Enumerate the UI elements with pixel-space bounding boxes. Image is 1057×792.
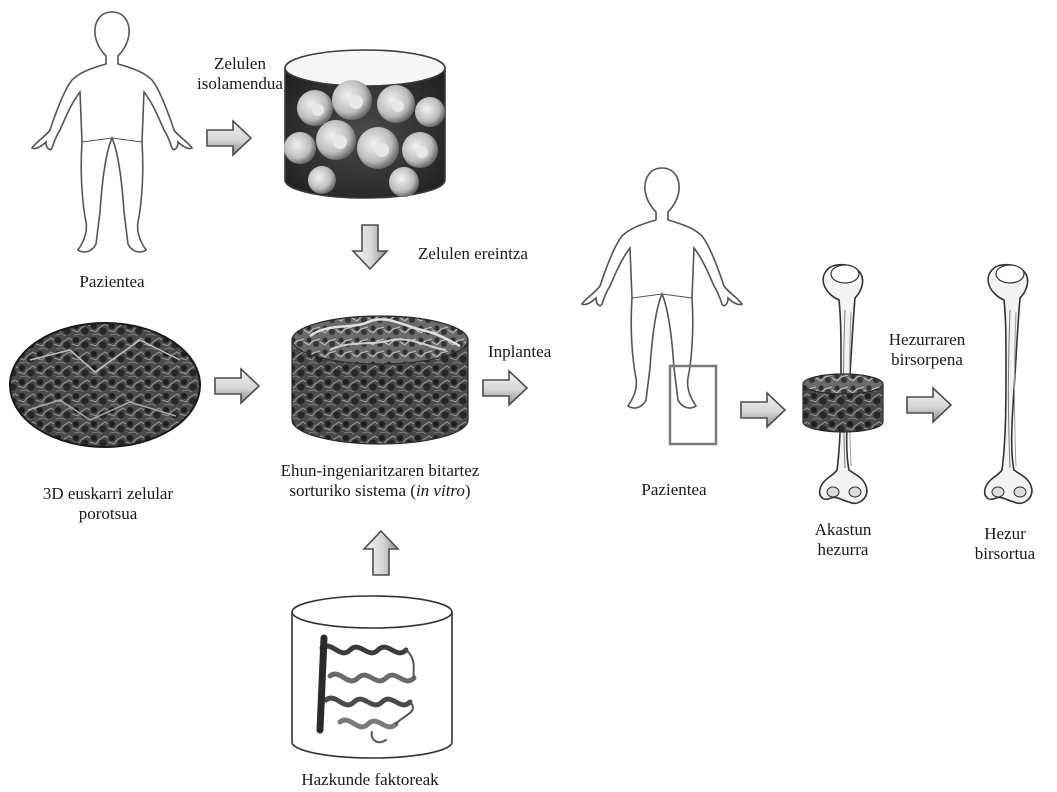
cell-isolation-label: Zelulen isolamendua [190, 54, 290, 94]
bone-implant-construct-icon [803, 374, 883, 432]
system-line2-post: ) [465, 481, 471, 500]
bone-resorption-line1: Hezurraren [872, 330, 982, 350]
patient-right-label: Pazientea [624, 480, 724, 500]
patient-right-figure-icon [582, 168, 742, 408]
regenerated-femur-icon [985, 265, 1032, 504]
patient-left-figure-icon [32, 12, 192, 252]
scaffold-line2: porotsua [18, 504, 198, 524]
bone-resorption-line2: birsorpena [872, 350, 982, 370]
arrow-implant-icon [483, 371, 527, 405]
regenerated-bone-label: Hezur birsortua [955, 524, 1055, 564]
cell-seeding-label: Zelulen ereintza [418, 244, 528, 264]
patient-left-label: Pazientea [62, 272, 162, 292]
system-line1: Ehun-ingeniaritzaren bitartez [240, 461, 520, 481]
arrow-seeding-icon [353, 225, 387, 269]
arrow-growth-factor-icon [364, 531, 398, 575]
defective-bone-line1: Akastun [793, 520, 893, 540]
scaffold-line1: 3D euskarri zelular [18, 484, 198, 504]
cell-isolation-line2: isolamendua [190, 74, 290, 94]
porous-scaffold-icon [10, 323, 200, 447]
cell-container-icon [284, 50, 445, 198]
system-label: Ehun-ingeniaritzaren bitartez sorturiko … [240, 461, 520, 501]
system-line2-pre: sorturiko sistema ( [289, 481, 416, 500]
scaffold-label: 3D euskarri zelular porotsua [18, 484, 198, 524]
arrow-to-regenerated-bone-icon [907, 388, 951, 422]
arrow-to-system-icon [215, 369, 259, 403]
regenerated-bone-line2: birsortua [955, 544, 1055, 564]
arrow-to-cells-icon [207, 121, 251, 155]
cell-isolation-line1: Zelulen [190, 54, 290, 74]
arrow-to-defective-bone-icon [741, 393, 785, 427]
defective-bone-line2: hezurra [793, 540, 893, 560]
implant-label: Inplantea [488, 342, 551, 362]
system-line2: sorturiko sistema (in vitro) [240, 481, 520, 501]
bone-resorption-label: Hezurraren birsorpena [872, 330, 982, 370]
regenerated-bone-line1: Hezur [955, 524, 1055, 544]
defective-bone-label: Akastun hezurra [793, 520, 893, 560]
system-line2-italic: in vitro [416, 481, 465, 500]
engineered-construct-icon [292, 316, 468, 444]
growth-factors-label: Hazkunde faktoreak [280, 770, 460, 790]
